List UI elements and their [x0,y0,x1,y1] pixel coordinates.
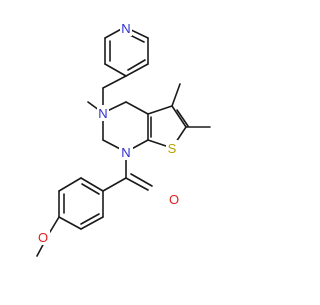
atom-symbol: S [168,141,177,156]
atom-label-layer: N N N S O O [36,20,180,245]
molecule-diagram: N N N S O O [36,20,211,257]
atom-thiophene-sulfur: S [166,140,178,156]
bond [130,173,153,187]
atom-symbol: O [169,192,179,207]
bond [58,177,82,192]
bond [80,213,100,225]
bond [58,216,82,230]
atom-ring-nitrogen-1: N [119,144,133,160]
atom-methoxy-oxygen: O [36,229,50,245]
bond [81,183,100,195]
bond [104,63,127,77]
bond [171,105,187,128]
bond [171,83,181,107]
bond [80,216,104,230]
bond [147,105,173,115]
bond [125,63,149,77]
atom-carbonyl-oxygen: O [168,191,180,207]
bond [49,216,60,233]
bond-layer [36,26,211,257]
molecule-structure: N N N S O O [36,20,211,257]
bond [80,177,104,192]
bond [125,177,149,191]
bond [102,177,127,192]
atom-symbol: N [121,21,130,36]
bond [102,75,127,89]
atom-symbol: O [38,230,48,245]
atom-symbol: N [121,145,130,160]
atom-pyridine-nitrogen: N [120,20,132,36]
atom-ring-nitrogen-3: N [97,105,109,121]
atom-symbol: N [98,106,107,121]
bond [176,109,189,127]
bond [127,59,146,71]
bond [125,101,149,115]
